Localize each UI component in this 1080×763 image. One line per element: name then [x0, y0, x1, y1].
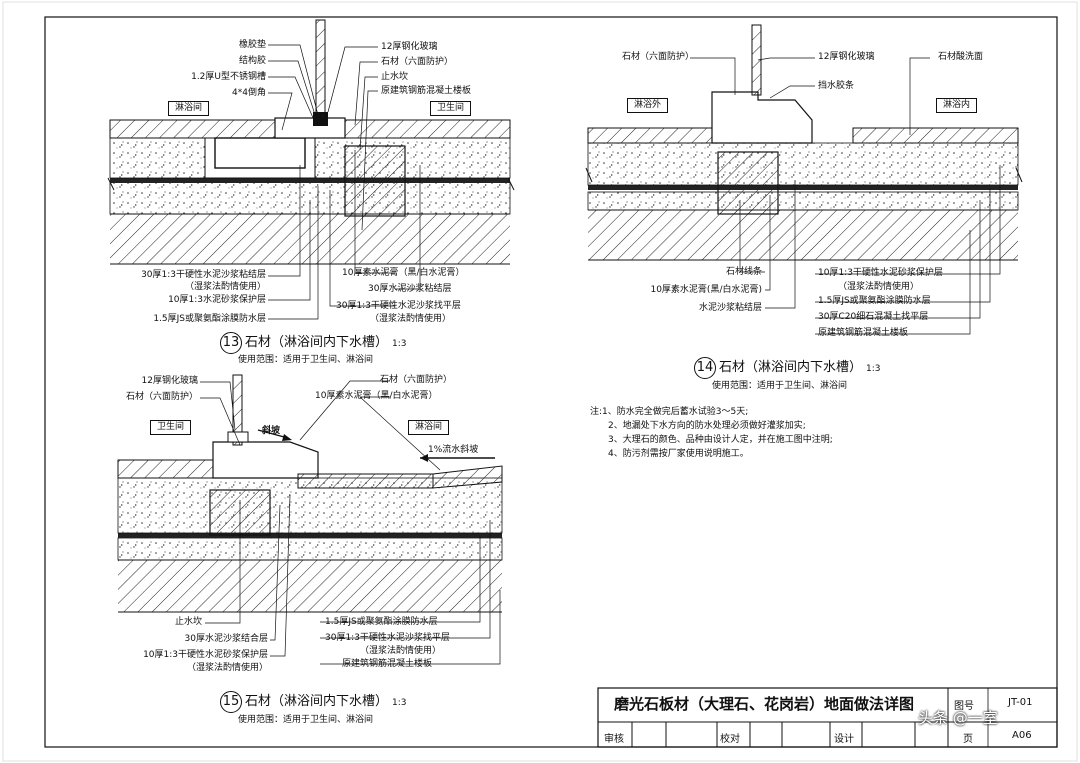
- label-cement-paste-15: 10厚素水泥膏（黑/白水泥膏）: [315, 391, 438, 401]
- label-mortar-14: 水泥沙浆粘结层: [698, 303, 762, 313]
- detail-title: 石材（淋浴间内下水槽）: [245, 694, 389, 709]
- detail-number: 13: [220, 332, 242, 354]
- detail-13-section: [107, 19, 515, 265]
- detail-scale: 1:3: [866, 364, 881, 374]
- note-1: 注:1、防水完全做完后蓄水试验3～5天;: [590, 407, 749, 417]
- drawing-no-label: 图号: [954, 701, 974, 712]
- label-leveling-15: 30厚1:3干硬性水泥沙浆找平层: [325, 633, 450, 643]
- label-stone-line: 石材线条: [725, 267, 762, 277]
- label-stone-14: 石材（六面防护）: [622, 52, 695, 62]
- label-stone: 石材（六面防护）: [381, 57, 454, 67]
- room-label-bathroom-15: 卫生间: [150, 420, 192, 435]
- label-water-stop: 止水坎: [381, 72, 409, 82]
- label-waterproof-14: 1.5厚JS或聚氨酯涂膜防水层: [818, 296, 931, 306]
- label-slab: 原建筑钢筋混凝土楼板: [381, 86, 472, 96]
- label-steel-channel: 1.2厚U型不锈钢槽: [191, 72, 266, 82]
- label-waterproof: 1.5厚JS或聚氨酯涂膜防水层: [153, 314, 266, 324]
- label-wet-note-14: （湿浆法酌情使用）: [838, 282, 920, 292]
- note-2: 2、地漏处下水方向的防水处理必须做好灌浆加实;: [608, 421, 806, 431]
- review-label: 审核: [604, 734, 624, 745]
- title-block: [597, 687, 1058, 748]
- label-glass: 12厚钢化玻璃: [381, 42, 438, 52]
- label-water-stop-15: 止水坎: [174, 617, 202, 627]
- detail-title: 石材（淋浴间内下水槽）: [719, 360, 863, 375]
- label-wet-note-15: （湿浆法酌情使用）: [186, 663, 268, 673]
- detail-15-leaders: [200, 380, 501, 665]
- detail-15-section: [117, 374, 503, 613]
- label-slab-14: 原建筑钢筋混凝土楼板: [818, 328, 909, 338]
- label-glass-15: 12厚钢化玻璃: [141, 376, 198, 386]
- note-4: 4、防污剂需按厂家使用说明施工。: [608, 449, 749, 459]
- label-cement-paste: 10厚素水泥膏（黑/白水泥膏）: [342, 268, 465, 278]
- label-bond-layer: 30厚1:3干硬性水泥沙浆粘结层: [141, 270, 266, 280]
- detail-13-usage: 使用范围：适用于卫生间、淋浴间: [238, 355, 374, 365]
- label-protect-15: 10厚1:3干硬性水泥砂浆保护层: [143, 650, 268, 660]
- label-protect-layer: 10厚1:3水泥砂浆保护层: [168, 295, 266, 305]
- label-slope: 斜坡: [262, 426, 281, 436]
- label-stone-15: 石材（六面防护）: [125, 392, 198, 402]
- detail-scale: 1:3: [392, 339, 407, 349]
- label-drain-slope: 1%流水斜坡: [428, 445, 479, 455]
- watermark: 头条 @一室: [918, 709, 998, 727]
- detail-14-leaders: [690, 57, 1001, 335]
- detail-title: 石材（淋浴间内下水槽）: [245, 335, 389, 350]
- room-label-bathroom: 卫生间: [430, 101, 472, 116]
- room-label-shower: 淋浴间: [168, 101, 210, 116]
- label-structural-glue: 结构胶: [238, 56, 266, 66]
- room-label-inside: 淋浴内: [936, 98, 978, 113]
- detail-14-usage: 使用范围：适用于卫生间、淋浴间: [712, 381, 848, 391]
- label-protect-14: 10厚1:3干硬性水泥砂浆保护层: [818, 268, 943, 278]
- page-label: 页: [963, 734, 973, 745]
- label-glass-14: 12厚钢化玻璃: [818, 52, 875, 62]
- design-label: 设计: [834, 734, 854, 745]
- label-wet-note-15b: （湿浆法酌情使用）: [360, 646, 442, 656]
- drawing-title: 磨光石板材（大理石、花岗岩）地面做法详图: [614, 695, 915, 713]
- detail-15-usage: 使用范围：适用于卫生间、淋浴间: [238, 715, 374, 725]
- note-3: 3、大理石的颜色、品种由设计人定，并在施工图中注明;: [608, 435, 833, 445]
- detail-number: 14: [694, 357, 716, 379]
- detail-number: 15: [220, 691, 242, 713]
- room-label-shower-15: 淋浴间: [408, 420, 450, 435]
- label-leveling: 30厚1:3干硬性水泥沙浆找平层: [336, 301, 461, 311]
- detail-13-leaders: [268, 44, 421, 320]
- label-cement-paste-14: 10厚素水泥膏(黑/白水泥膏): [650, 285, 762, 295]
- check-label: 校对: [720, 734, 740, 745]
- label-wet-note: （湿浆法酌情使用）: [184, 282, 266, 292]
- label-bond-15: 30厚水泥沙浆结合层: [184, 634, 268, 644]
- label-c20-leveling: 30厚C20细石混凝土找平层: [818, 312, 929, 322]
- label-rubber-pad: 橡胶垫: [238, 40, 266, 50]
- label-mortar-bond: 30厚水泥沙浆粘结层: [368, 284, 452, 294]
- drawing-no: JT-01: [1008, 697, 1033, 708]
- label-chamfer: 4*4倒角: [232, 88, 266, 98]
- page-no: A06: [1012, 730, 1032, 741]
- label-stone-15b: 石材（六面防护）: [380, 375, 453, 385]
- detail-14-section: [585, 24, 1023, 261]
- label-acid-face: 石材酸洗面: [938, 52, 984, 62]
- label-slab-15: 原建筑钢筋混凝土楼板: [342, 659, 433, 669]
- room-label-outside: 淋浴外: [627, 98, 669, 113]
- label-wet-note-2: （湿浆法酌情使用）: [370, 314, 452, 324]
- detail-scale: 1:3: [392, 698, 407, 708]
- label-seal-strip: 挡水胶条: [818, 81, 855, 91]
- general-notes: 注:1、防水完全做完后蓄水试验3～5天; 2、地漏处下水方向的防水处理必须做好灌…: [590, 405, 833, 461]
- label-waterproof-15: 1.5厚JS或聚氨酯涂膜防水层: [325, 617, 438, 627]
